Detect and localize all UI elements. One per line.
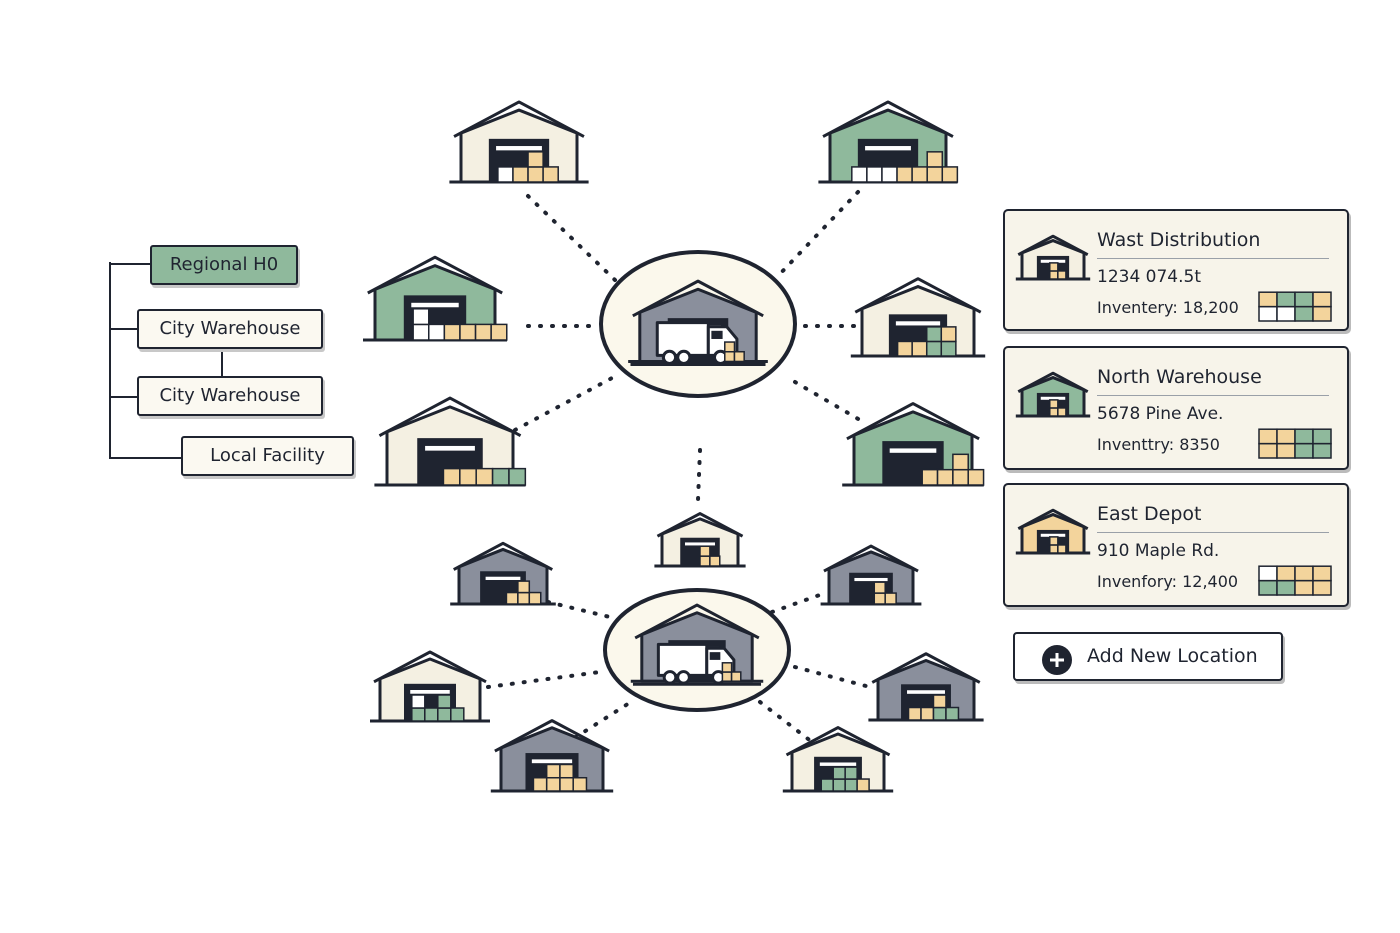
location-inventory: Inventtry: 8350	[1097, 435, 1220, 454]
warehouse-icon	[374, 396, 527, 487]
warehouse-icon	[782, 726, 894, 793]
warehouse-icon	[1015, 508, 1091, 555]
tree-branch-line	[109, 263, 151, 265]
hub-nodes	[599, 250, 797, 712]
warehouse-icon	[868, 652, 984, 722]
location-address: 1234 074.5t	[1097, 267, 1202, 287]
hub-node	[599, 250, 797, 398]
add-new-location-button[interactable]: Add New Location	[1013, 632, 1283, 681]
location-address: 910 Maple Rd.	[1097, 541, 1220, 561]
warehouse-icon	[820, 544, 922, 606]
warehouse-icon	[842, 402, 985, 487]
connection-line	[770, 590, 830, 614]
inventory-boxes-icon	[1258, 428, 1332, 459]
hub-node	[603, 588, 791, 712]
tree-branch-line	[109, 328, 137, 330]
warehouse-icon	[1015, 234, 1091, 281]
warehouse-icon	[1015, 234, 1091, 281]
warehouse-icon	[850, 277, 986, 358]
warehouse-icon	[450, 541, 556, 606]
tree-trunk-line	[109, 262, 111, 459]
tree-node-regional-hq[interactable]: Regional H0	[150, 245, 298, 285]
warehouse-icon	[1015, 508, 1091, 555]
tree-branch-line	[109, 457, 181, 459]
connection-line	[793, 380, 862, 422]
tree-node-local-facility[interactable]: Local Facility	[181, 436, 354, 476]
connection-line	[793, 665, 868, 688]
connection-line	[526, 194, 617, 282]
tree-node-label: Regional H0	[169, 254, 279, 275]
tree-link-line	[221, 350, 223, 376]
plus-icon	[1042, 645, 1072, 675]
location-inventory: Invenfory: 12,400	[1097, 572, 1239, 591]
connection-line	[758, 700, 814, 744]
warehouse-icon	[1015, 371, 1091, 418]
inventory-boxes-icon	[1258, 291, 1332, 322]
divider	[1097, 258, 1329, 259]
location-inventory: Inventery: 18,200	[1097, 298, 1239, 317]
location-card-wast-distribution[interactable]: Wast Distribution 1234 074.5t Inventery:…	[1003, 209, 1349, 331]
warehouse-icon	[818, 100, 959, 184]
tree-node-label: City Warehouse	[159, 318, 301, 339]
warehouse-icon	[654, 512, 746, 568]
tree-node-city-warehouse[interactable]: City Warehouse	[137, 376, 323, 416]
tree-node-label: Local Facility	[210, 445, 325, 466]
location-name: Wast Distribution	[1097, 229, 1261, 251]
location-card-north-warehouse[interactable]: North Warehouse 5678 Pine Ave. Inventtry…	[1003, 346, 1349, 470]
divider	[1097, 395, 1329, 396]
add-new-location-label: Add New Location	[1087, 645, 1258, 667]
warehouse-icon	[1015, 371, 1091, 418]
tree-node-label: City Warehouse	[159, 385, 301, 406]
connection-line	[776, 190, 860, 278]
connection-line	[486, 670, 602, 689]
location-address: 5678 Pine Ave.	[1097, 404, 1224, 424]
inventory-boxes-icon	[1258, 565, 1332, 596]
warehouse-icon	[449, 100, 589, 184]
connection-line	[546, 600, 616, 620]
warehouse-icon	[490, 719, 614, 793]
tree-node-city-warehouse[interactable]: City Warehouse	[137, 309, 323, 349]
warehouse-icon	[370, 650, 490, 723]
divider	[1097, 532, 1329, 533]
location-name: East Depot	[1097, 503, 1202, 525]
warehouse-nodes	[363, 100, 986, 793]
tree-branch-line	[109, 396, 137, 398]
location-name: North Warehouse	[1097, 366, 1262, 388]
location-card-east-depot[interactable]: East Depot 910 Maple Rd. Invenfory: 12,4…	[1003, 483, 1349, 607]
connection-line	[696, 448, 702, 502]
connection-line	[513, 376, 614, 432]
warehouse-icon	[363, 255, 508, 342]
